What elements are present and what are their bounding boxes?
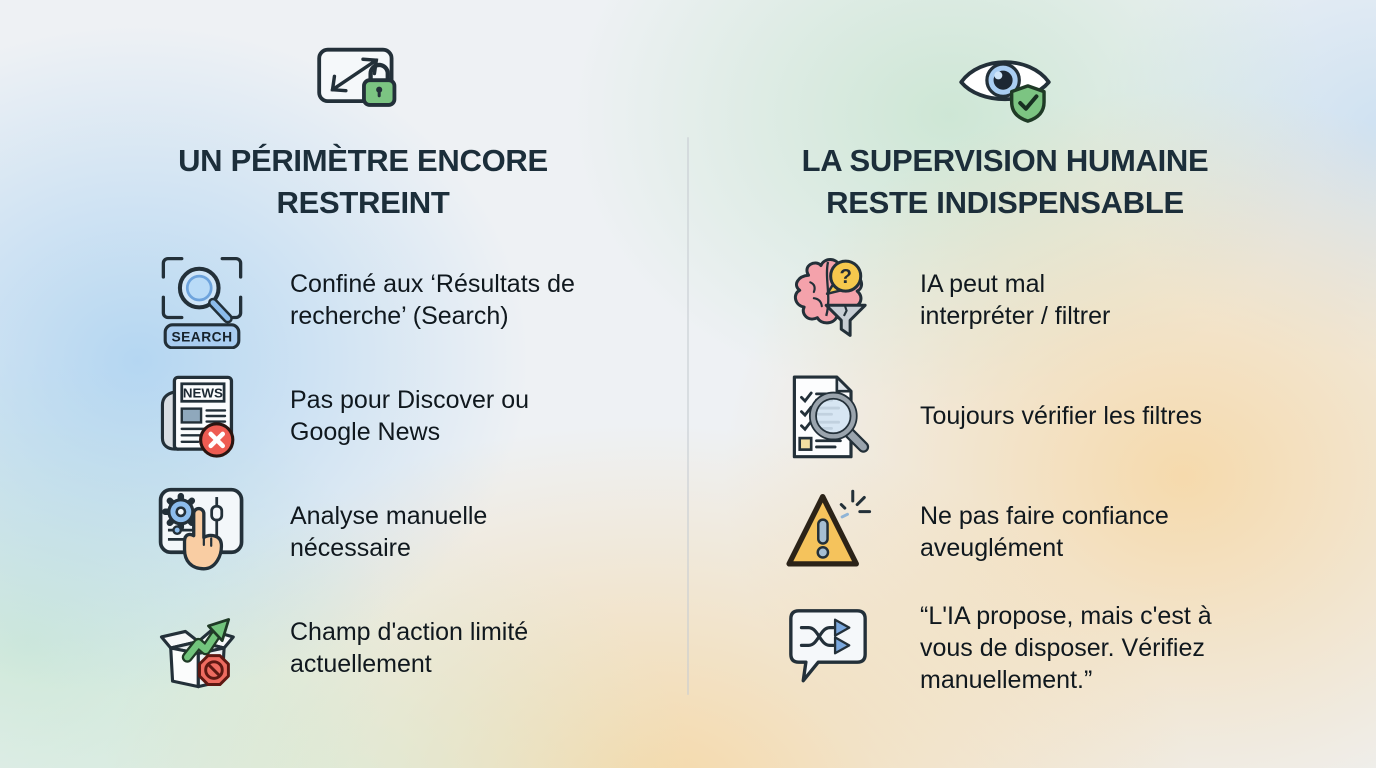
left-column-header: UN PÉRIMÈTRE ENCORE RESTREINT <box>118 47 608 224</box>
list-item: SEARCH Confiné aux ‘Résultats de recherc… <box>118 242 608 358</box>
right-items: ? IA peut mal interpréter / filtrer <box>760 242 1250 706</box>
right-column: LA SUPERVISION HUMAINE RESTE INDISPENSAB… <box>760 52 1250 706</box>
item-text: Champ d'action limité actuellement <box>290 618 529 678</box>
right-column-title: LA SUPERVISION HUMAINE RESTE INDISPENSAB… <box>801 143 1209 220</box>
list-item: NEWS <box>118 358 608 474</box>
search-frame-icon: SEARCH <box>154 251 250 349</box>
item-text: Analyse manuelle nécessaire <box>290 502 488 562</box>
question-mark: ? <box>839 266 851 288</box>
news-label: NEWS <box>183 386 223 401</box>
resize-lock-icon <box>313 47 413 124</box>
item-text: Ne pas faire confiance aveuglément <box>920 502 1169 562</box>
item-text: Confiné aux ‘Résultats de recherche’ (Se… <box>290 270 575 330</box>
search-badge-label: SEARCH <box>171 329 232 344</box>
item-text: “L'IA propose, mais c'est à vous de disp… <box>920 602 1212 694</box>
list-item: ? IA peut mal interpréter / filtrer <box>760 242 1250 358</box>
list-item: Champ d'action limité actuellement <box>118 590 608 706</box>
list-item: Toujours vérifier les filtres <box>760 358 1250 474</box>
manual-controls-icon <box>154 483 250 581</box>
item-text: Toujours vérifier les filtres <box>920 402 1203 430</box>
left-column: UN PÉRIMÈTRE ENCORE RESTREINT <box>118 47 608 706</box>
limited-scope-icon <box>154 599 250 697</box>
list-item: “L'IA propose, mais c'est à vous de disp… <box>760 590 1250 706</box>
warning-burst-icon <box>782 483 874 581</box>
item-text: IA peut mal interpréter / filtrer <box>920 270 1111 330</box>
left-column-title: UN PÉRIMÈTRE ENCORE RESTREINT <box>178 143 548 220</box>
left-items: SEARCH Confiné aux ‘Résultats de recherc… <box>118 242 608 706</box>
shuffle-bubble-icon <box>782 600 874 696</box>
brain-filter-icon: ? <box>782 251 874 349</box>
eye-shield-icon <box>955 52 1055 124</box>
right-column-header: LA SUPERVISION HUMAINE RESTE INDISPENSAB… <box>760 52 1250 224</box>
column-divider <box>687 137 689 695</box>
list-item: Analyse manuelle nécessaire <box>118 474 608 590</box>
item-text: Pas pour Discover ou Google News <box>290 386 530 446</box>
news-blocked-icon: NEWS <box>154 367 250 465</box>
checklist-magnifier-icon <box>782 367 874 465</box>
list-item: Ne pas faire confiance aveuglément <box>760 474 1250 590</box>
